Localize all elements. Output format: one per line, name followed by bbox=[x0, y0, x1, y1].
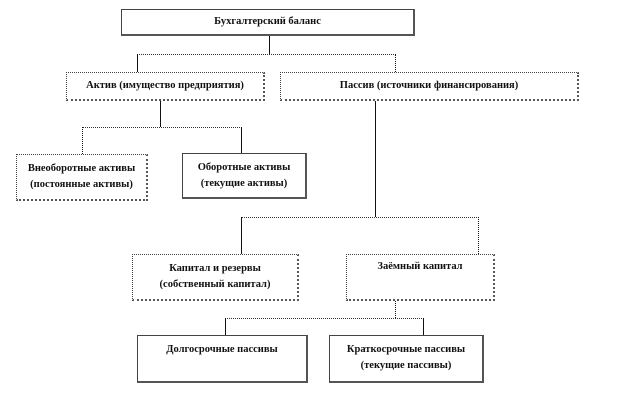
connector bbox=[269, 35, 270, 54]
connector bbox=[82, 127, 83, 154]
connector bbox=[225, 318, 424, 319]
node-label: Оборотные активы bbox=[197, 162, 291, 173]
node-label: (текущие пассивы) bbox=[360, 360, 452, 371]
node-current-assets: Оборотные активы (текущие активы) bbox=[182, 153, 307, 199]
connector bbox=[225, 318, 226, 335]
connector bbox=[395, 54, 396, 72]
node-label: (постоянные активы) bbox=[30, 179, 133, 190]
connector bbox=[82, 127, 242, 128]
connector bbox=[137, 54, 396, 55]
node-label: Актив (имущество предприятия) bbox=[86, 80, 244, 91]
node-borrowed-capital: Заёмный капитал bbox=[346, 254, 495, 301]
node-label: Капитал и резервы bbox=[169, 263, 261, 274]
node-equity: Капитал и резервы (собственный капитал) bbox=[132, 254, 299, 301]
node-label: Внеоборотные активы bbox=[27, 163, 136, 174]
node-label: Бухгалтерский баланс bbox=[214, 16, 321, 27]
node-liabilities: Пассив (источники финансирования) bbox=[280, 72, 579, 101]
node-label: Долгосрочные пассивы bbox=[166, 344, 278, 355]
node-short-term-liabilities: Краткосрочные пассивы (текущие пассивы) bbox=[329, 335, 484, 383]
connector bbox=[478, 217, 479, 254]
connector bbox=[160, 100, 161, 127]
connector bbox=[241, 127, 242, 153]
connector bbox=[241, 217, 242, 254]
node-label: Пассив (источники финансирования) bbox=[339, 80, 519, 91]
connector bbox=[395, 300, 396, 318]
connector bbox=[137, 54, 138, 72]
node-label: Краткосрочные пассивы bbox=[346, 344, 466, 355]
node-label: Заёмный капитал bbox=[377, 261, 463, 272]
node-non-current-assets: Внеоборотные активы (постоянные активы) bbox=[16, 154, 148, 201]
node-balance-sheet: Бухгалтерский баланс bbox=[121, 9, 415, 36]
node-long-term-liabilities: Долгосрочные пассивы bbox=[137, 335, 308, 383]
connector bbox=[423, 318, 424, 335]
node-label: (собственный капитал) bbox=[159, 279, 271, 290]
connector bbox=[241, 217, 479, 218]
connector bbox=[375, 100, 376, 217]
node-label: (текущие активы) bbox=[200, 178, 288, 189]
node-assets: Актив (имущество предприятия) bbox=[66, 72, 265, 101]
